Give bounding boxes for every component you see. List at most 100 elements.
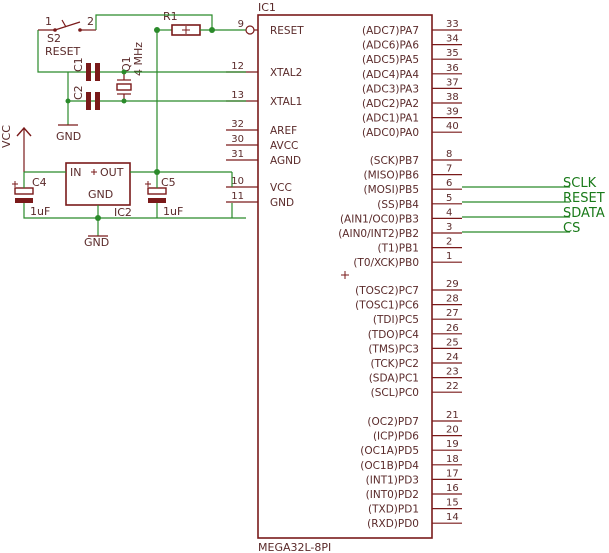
ic1-right-pin-number: 37: [446, 77, 459, 88]
ic1-body: [257, 14, 433, 539]
ic1-right-pin-number: 27: [446, 308, 459, 319]
signal-sclk: SCLK: [563, 176, 597, 191]
ic1-right-pin-label: (SS)PB4: [377, 199, 419, 211]
ic1-left-pin-label: XTAL1: [270, 96, 302, 108]
ic1-right-pin-label: (OC1B)PD4: [360, 460, 419, 472]
ic1-left-pin-number: 31: [231, 149, 244, 160]
ic1-right-pin-label: (TXD)PD1: [368, 504, 419, 516]
ic1-right-pin-number: 21: [446, 410, 459, 421]
ic1-left-pin-label: RESET: [270, 25, 304, 37]
ic1-left-pin-number: 10: [231, 176, 244, 187]
capacitor-c4-value: 1uF: [30, 205, 50, 218]
junction-xtal1: [121, 98, 127, 104]
ic1-value: MEGA32L-8PI: [258, 541, 331, 553]
capacitor-c4: [12, 181, 34, 203]
ic1-right-pin-label: (TOSC2)PC7: [355, 285, 419, 297]
ic1-left-pin-label: AGND: [270, 155, 301, 167]
ic1-right-pin-number: 1: [446, 251, 452, 262]
ic1-right-pin-number: 18: [446, 454, 459, 465]
ic1-right-pin-label: (MISO)PB6: [364, 170, 420, 182]
ic1-right-pin-number: 19: [446, 439, 459, 450]
ic1-right-pin-label: (ADC3)PA3: [362, 83, 419, 95]
wire-switch-top: [95, 14, 157, 30]
capacitor-c1-ref: C1: [72, 57, 85, 72]
regulator-in: IN: [70, 166, 81, 179]
crystal-value: 4 MHz: [132, 42, 145, 76]
ground-label-2: GND: [84, 236, 109, 249]
switch-pin1: 1: [45, 15, 52, 28]
switch-value: RESET: [45, 45, 81, 58]
ic1-left-pin-label: AVCC: [270, 140, 298, 152]
signal-reset: RESET: [563, 191, 605, 206]
crystal-q1: [116, 72, 132, 101]
ic1-right-pin-label: (AIN0/INT2)PB2: [338, 228, 419, 240]
capacitor-c5-value: 1uF: [163, 205, 183, 218]
regulator-cross: [91, 169, 97, 175]
ic1-right-pin-number: 40: [446, 121, 459, 132]
ic1-right-pin-label: (ADC0)PA0: [362, 127, 419, 139]
ic1-left-pin-number: 30: [231, 134, 244, 145]
capacitor-c2-ref: C2: [72, 85, 85, 100]
ic1-right-pin-number: 17: [446, 468, 459, 479]
ic1-left-pin-label: GND: [270, 197, 294, 209]
signal-cs: CS: [563, 221, 580, 236]
regulator-out: OUT: [100, 166, 124, 179]
ic1-left-pin-number: 9: [238, 19, 244, 30]
ic1-right-pin-number: 8: [446, 149, 452, 160]
ic1-right-pin-number: 14: [446, 512, 459, 523]
ic1-right-pin-number: 20: [446, 425, 459, 436]
ic1-left-pin-label: AREF: [270, 125, 297, 137]
wire-ground-bus: [23, 203, 246, 219]
ic1-right-pin-label: (INT0)PD2: [366, 489, 419, 501]
ic1-right-pin-number: 7: [446, 164, 452, 175]
reset-switch: [38, 19, 96, 32]
ic1-right-pin-label: (TCK)PC2: [370, 358, 419, 370]
crystal-ref: Q1: [120, 56, 133, 72]
signal-sdata: SDATA: [563, 206, 605, 221]
ic1-right-pin-label: (ADC7)PA7: [362, 25, 419, 37]
ic1-right-pin-number: 33: [446, 19, 459, 30]
ic1-right-pin-label: (ADC6)PA6: [362, 40, 419, 52]
ic1-ref: IC1: [258, 1, 276, 14]
ic1-right-pin-number: 26: [446, 323, 459, 334]
ic1-right-pin-label: (ADC5)PA5: [362, 54, 419, 66]
switch-ref: S2: [47, 32, 61, 45]
resistor-ref: R1: [163, 10, 178, 23]
capacitor-c4-ref: C4: [32, 176, 47, 189]
ic1-right-pin-label: (SDA)PC1: [369, 373, 419, 385]
ic1-right-pin-label: (ADC1)PA1: [362, 113, 419, 125]
capacitor-c5-ref: C5: [161, 176, 176, 189]
ic1-right-pin-label: (ICP)PD6: [373, 431, 419, 443]
ic1-left-pin-number: 12: [231, 61, 244, 72]
reset-inversion-bubble: [245, 25, 255, 35]
ic1-right-pin-number: 16: [446, 483, 459, 494]
ic1-right-pin-number: 28: [446, 294, 459, 305]
ic1-right-pin-number: 25: [446, 337, 459, 348]
ic1-right-pin-number: 29: [446, 279, 459, 290]
ic1-right-pin-number: 34: [446, 34, 459, 45]
switch-pin2: 2: [87, 15, 94, 28]
ic1-left-pin-label: XTAL2: [270, 67, 302, 79]
ic1-right-pin-number: 23: [446, 367, 459, 378]
junction-gnd: [95, 215, 101, 221]
wire-reset-loop: [157, 14, 213, 30]
capacitor-c1: [86, 63, 100, 81]
ic1-right-pin-label: (SCK)PB7: [370, 155, 419, 167]
ic1-right-pin-label: (INT1)PD3: [366, 474, 419, 486]
ic1-right-pin-label: (AIN1/OC0)PB3: [340, 213, 419, 225]
ic1-right-pin-number: 15: [446, 498, 459, 509]
ic1-left-pin-label: VCC: [270, 182, 292, 194]
ic1-left-pin-number: 32: [231, 119, 244, 130]
ic1-right-pin-number: 36: [446, 63, 459, 74]
ic1-right-pin-number: 35: [446, 48, 459, 59]
vcc-label: VCC: [0, 125, 13, 148]
ic1-right-pin-label: (SCL)PC0: [371, 387, 419, 399]
ic1-right-pin-number: 39: [446, 107, 459, 118]
ic1-right-pin-number: 3: [446, 222, 452, 233]
junction-cap-ground: [65, 98, 71, 104]
ic1-left-pin-number: 13: [231, 90, 244, 101]
ic1-right-pin-label: (TMS)PC3: [368, 343, 419, 355]
ic1-right-pin-number: 38: [446, 92, 459, 103]
